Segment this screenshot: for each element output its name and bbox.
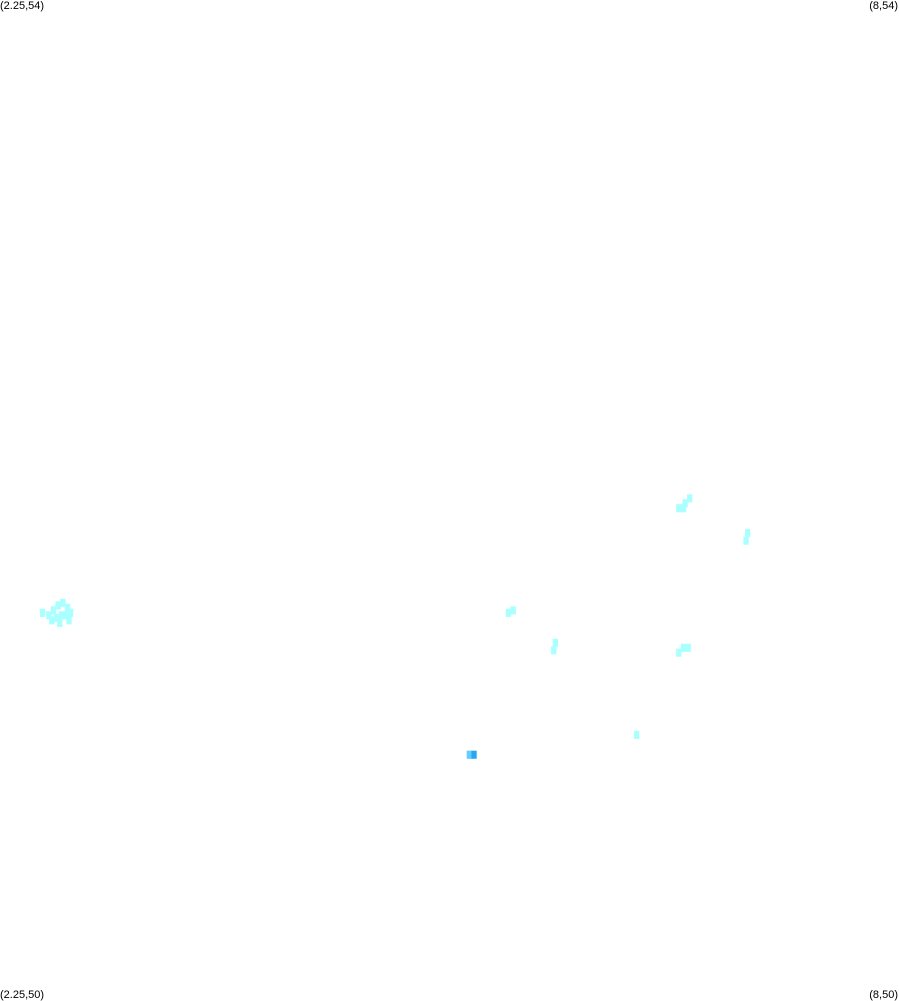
raster-cell (55, 601, 61, 610)
bottom-right-coordinate-label: (8,50) (869, 989, 898, 1001)
raster-cell (634, 730, 640, 739)
raster-cell (687, 494, 693, 503)
raster-cell (49, 616, 55, 625)
raster-cell (53, 613, 60, 622)
raster-cell (505, 608, 512, 617)
bottom-left-coordinate-label: (2.25,50) (0, 989, 45, 1001)
raster-cell (680, 643, 687, 652)
raster-cell (510, 606, 516, 615)
raster-cell (50, 606, 57, 615)
top-right-coordinate-label: (8,54) (869, 0, 898, 12)
raster-cell (57, 618, 63, 627)
raster-cell (58, 611, 64, 620)
raster-cell (745, 529, 751, 538)
raster-cell (676, 648, 682, 657)
raster-cell (46, 611, 52, 620)
top-left-coordinate-label: (2.25,54) (0, 0, 45, 12)
raster-cell (552, 638, 558, 647)
raster-cell (66, 616, 72, 625)
raster-cell (466, 750, 472, 759)
raster-cell (680, 504, 687, 513)
raster-cell (743, 536, 749, 545)
raster-cell (60, 598, 66, 607)
raster-cell (64, 603, 71, 612)
raster-cell (551, 646, 557, 655)
raster-cells (39, 494, 751, 759)
raster-cell (685, 643, 691, 652)
raster-cell (471, 750, 477, 759)
raster-cell (68, 608, 74, 617)
raster-cell (682, 499, 688, 508)
raster-cell (39, 608, 46, 617)
raster-cell (63, 611, 69, 620)
raster-cell (676, 504, 682, 513)
